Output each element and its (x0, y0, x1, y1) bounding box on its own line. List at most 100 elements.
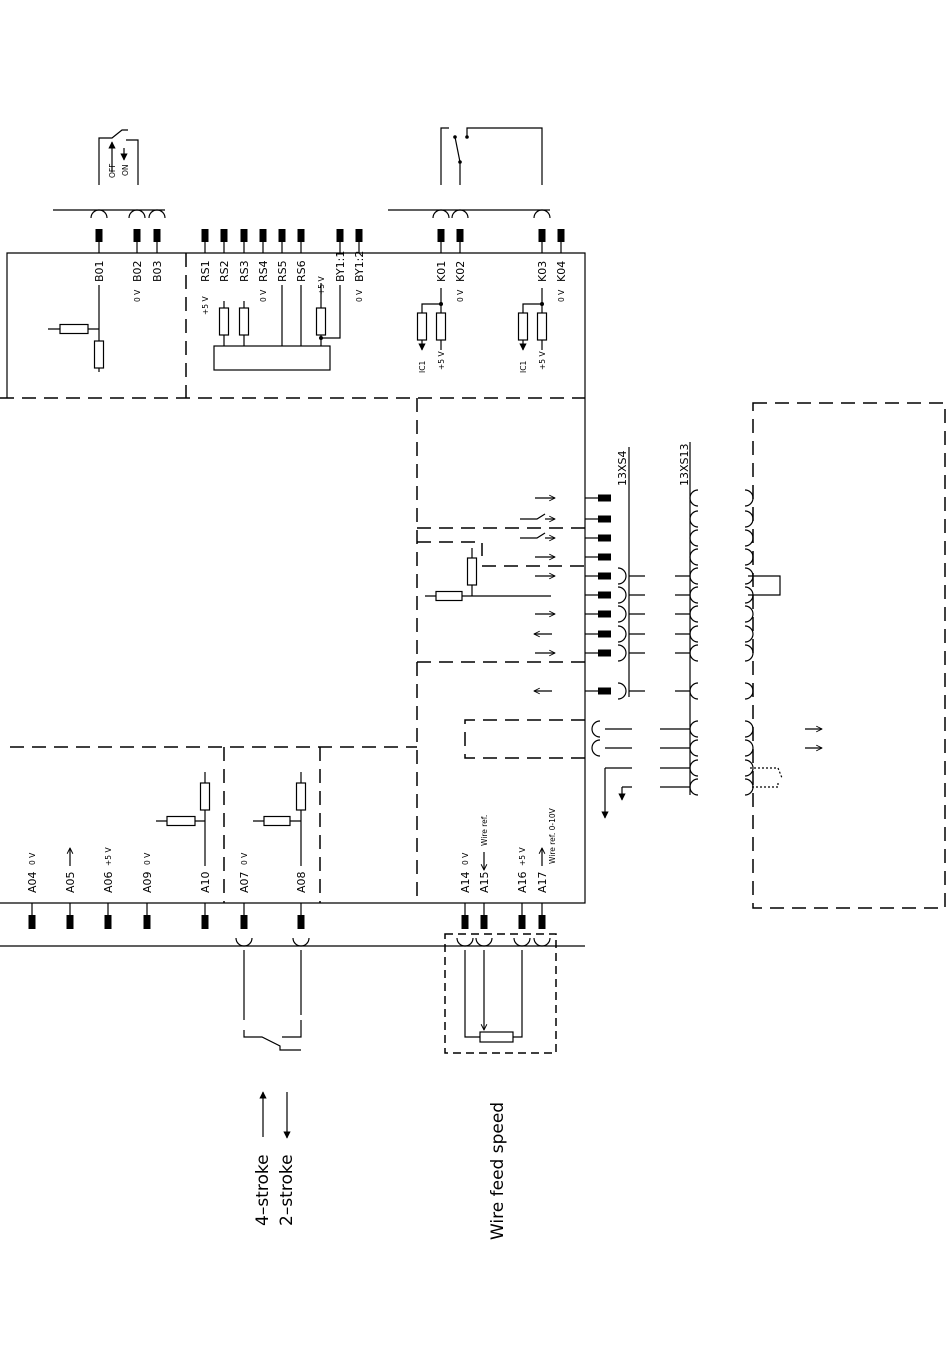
voltage-note: 0 V (259, 289, 268, 302)
connector-pin[interactable] (598, 553, 611, 561)
connector-pin[interactable] (598, 630, 611, 638)
signal-note: Wire ref. 0-10V (548, 807, 557, 864)
terminal-pin[interactable] (355, 229, 363, 242)
receptacle-socket (292, 937, 310, 947)
k-input-circuits (418, 288, 548, 350)
receptacle-socket (235, 937, 253, 947)
connector-pin[interactable] (598, 515, 611, 523)
terminal-pin[interactable] (297, 229, 305, 242)
socket-arc (744, 759, 754, 777)
terminal-pin[interactable] (297, 915, 305, 929)
rs-sensor-circuit (213, 283, 341, 371)
receptacle-socket (533, 937, 551, 947)
terminal-label: K03 (536, 261, 549, 282)
socket-arc (689, 644, 699, 662)
voltage-note: 0 V (456, 289, 465, 302)
socket-arc (689, 682, 699, 700)
terminal-pin[interactable] (133, 229, 141, 242)
socket-arc (617, 586, 627, 604)
signal-note: 0 V (143, 852, 152, 865)
connector-pin[interactable] (598, 534, 611, 542)
switch-on-label: ON (121, 164, 130, 176)
terminal-pin[interactable] (95, 229, 103, 242)
switch-contact (520, 532, 546, 539)
connector-strips (605, 442, 822, 818)
receptacle-socket (90, 209, 108, 219)
signal-note: 0 V (240, 852, 249, 865)
connector-pin[interactable] (598, 687, 611, 695)
socket-arc (689, 567, 699, 585)
terminal-label: A16 (516, 871, 529, 893)
receptacle-socket (432, 209, 450, 219)
socket-arc (689, 510, 699, 528)
legend-2-stroke: 2–stroke (277, 1154, 297, 1226)
terminal-pin[interactable] (461, 915, 469, 929)
terminal-label: RS3 (238, 260, 251, 282)
connector-pin[interactable] (598, 591, 611, 599)
terminal-pin[interactable] (538, 229, 546, 242)
socket-arc (689, 739, 699, 757)
signal-note: 0 V (461, 852, 470, 865)
voltage-note: 0 V (557, 289, 566, 302)
receptacle-socket (513, 937, 531, 947)
terminal-label: A04 (26, 871, 39, 893)
socket-arc (689, 586, 699, 604)
connector-label-13xs13: 13XS13 (678, 443, 691, 486)
socket-arc (689, 548, 699, 566)
connector-pin[interactable] (598, 494, 611, 502)
terminal-pin[interactable] (437, 229, 445, 242)
terminal-pin[interactable] (153, 229, 161, 242)
socket-arc (689, 489, 699, 507)
terminal-pin[interactable] (201, 229, 209, 242)
terminal-label: BY1:1 (334, 251, 347, 282)
signal-note: Wire ref. (480, 815, 489, 846)
terminal-pin[interactable] (66, 915, 74, 929)
b01-circuit (48, 285, 105, 372)
terminal-label: RS4 (257, 260, 270, 282)
terminal-pin[interactable] (518, 915, 526, 929)
socket-arc (744, 682, 754, 700)
terminal-pin[interactable] (336, 229, 344, 242)
socket-arc (744, 489, 754, 507)
terminal-label: K01 (435, 261, 448, 282)
voltage-note: +5 V (317, 276, 326, 295)
terminal-pin[interactable] (456, 229, 464, 242)
terminal-pin[interactable] (28, 915, 36, 929)
socket-arc (744, 625, 754, 643)
receptacle-socket (475, 937, 493, 947)
terminal-pin[interactable] (278, 229, 286, 242)
socket-arc (744, 605, 754, 623)
terminal-pin[interactable] (220, 229, 228, 242)
terminal-label: B03 (151, 260, 164, 282)
terminal-pin[interactable] (143, 915, 151, 929)
connector-pin[interactable] (598, 649, 611, 657)
terminal-pin[interactable] (201, 915, 209, 929)
terminal-pin[interactable] (240, 915, 248, 929)
receptacle-socket (456, 937, 474, 947)
socket-arc (689, 625, 699, 643)
terminal-pin[interactable] (480, 915, 488, 929)
terminal-label: A14 (459, 871, 472, 893)
terminal-pin[interactable] (538, 915, 546, 929)
terminal-pin[interactable] (240, 229, 248, 242)
connector-pin[interactable] (598, 610, 611, 618)
terminal-pin[interactable] (557, 229, 565, 242)
terminal-label: A10 (199, 871, 212, 893)
terminal-label: A17 (536, 871, 549, 893)
voltage-note: +5 V (201, 296, 210, 315)
receptacle-socket (128, 209, 146, 219)
signal-note: 0 V (28, 852, 37, 865)
socket-arc (744, 548, 754, 566)
terminal-label: RS2 (218, 260, 231, 282)
connector-pin[interactable] (598, 572, 611, 580)
middle-resistor-network (425, 548, 551, 602)
voltage-note: 0 V (133, 289, 142, 302)
terminal-label: B01 (93, 260, 106, 282)
receptacle-socket (533, 209, 551, 219)
switch-off-label: OFF (108, 163, 117, 178)
terminal-pin[interactable] (104, 915, 112, 929)
terminal-pin[interactable] (259, 229, 267, 242)
stroke-legend-arrows (259, 1091, 291, 1139)
socket-arc (591, 720, 601, 738)
